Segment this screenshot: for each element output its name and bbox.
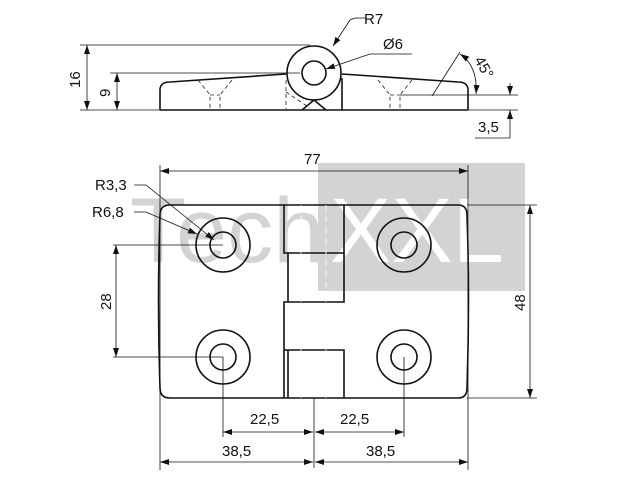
dim-38-5-right-label: 38,5 — [366, 443, 395, 460]
hinge-plate-outline — [157, 204, 470, 399]
dim-r3-3-label: R3,3 — [95, 177, 127, 194]
dim-16-label: 16 — [67, 71, 84, 88]
dim-22-5-right-label: 22,5 — [340, 411, 369, 428]
angle-extension — [431, 51, 461, 97]
watermark-tech: Tech — [130, 180, 324, 282]
dim-45-label: 45° — [471, 54, 497, 82]
dim-48-label: 48 — [512, 294, 529, 311]
dim-r6-8-label: R6,8 — [92, 204, 124, 221]
knuckle-segments — [283, 205, 345, 398]
dim-38-5-left-label: 38,5 — [222, 443, 251, 460]
dim-r7-leader — [332, 17, 356, 47]
dim-45-arc — [459, 53, 480, 95]
knuckle-joint — [301, 98, 327, 111]
right-leaf-outline — [341, 73, 469, 110]
dim-r6-8-leader — [134, 211, 198, 235]
dim-diameter-label: Ø6 — [383, 36, 403, 53]
dim-28-label: 28 — [98, 293, 115, 310]
dim-r7-label: R7 — [364, 11, 383, 28]
watermark-box — [318, 163, 525, 291]
watermark-xxl: XXL — [330, 180, 504, 282]
dim-77-label: 77 — [304, 151, 321, 168]
countersink-hidden-left — [197, 79, 233, 110]
left-leaf-outline — [159, 73, 287, 110]
side-view: 16 9 R7 Ø6 45° 3,5 — [67, 11, 518, 139]
watermark: Tech XXL — [130, 163, 525, 291]
knuckle-hidden — [285, 80, 311, 110]
dim-diameter-leader — [325, 53, 412, 70]
dim-9-label: 9 — [97, 89, 114, 97]
dim-r3-3-leader — [134, 184, 215, 241]
top-view: 77 48 28 R3,3 R6,8 22,5 22,5 38,5 38,5 — [92, 151, 537, 470]
mounting-hole-top-right — [376, 217, 432, 273]
pin-hole — [301, 60, 327, 86]
dim-3-5-label: 3,5 — [478, 119, 499, 136]
dim-22-5-left-label: 22,5 — [250, 411, 279, 428]
